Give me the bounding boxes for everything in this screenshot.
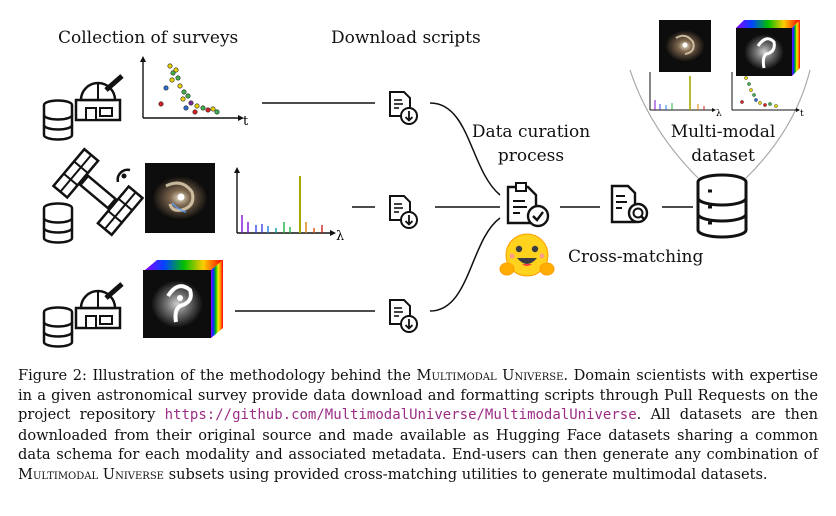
axis-t-label: t [800, 109, 804, 119]
repository-link[interactable]: https://github.com/MultimodalUniverse/Mu… [164, 407, 637, 423]
datacube-icon [736, 20, 800, 76]
lightcurve-plot: t [731, 72, 804, 119]
database-icon [42, 202, 74, 244]
caption-text: . Domain scientists with expertise in a … [18, 367, 818, 423]
spectrum-plot: λ [234, 167, 344, 244]
curation-label-line1: Data curation [471, 122, 591, 142]
spectrum-plot: λ [649, 72, 722, 119]
observatory-icon [76, 76, 122, 120]
download-script-icon [389, 91, 418, 125]
caption-mmu: Multimodal Universe [416, 367, 564, 384]
spectrum-lines [241, 176, 323, 233]
axis-t-label: t [243, 114, 249, 129]
database-icon [42, 99, 74, 141]
galaxy-image [145, 163, 215, 233]
crossmatch-label: Cross-matching [568, 247, 704, 267]
datacube-icon [143, 260, 223, 338]
download-script-icon [389, 299, 418, 333]
lightcurve-points [158, 63, 220, 115]
download-label: Download scripts [331, 28, 481, 48]
hugging-face-icon [499, 233, 555, 277]
galaxy-image [659, 20, 711, 72]
caption-text: . All datasets are then downloaded from … [18, 406, 818, 463]
axis-lambda-label: λ [716, 109, 722, 119]
database-icon [42, 306, 74, 348]
multimodal-database-icon [696, 173, 748, 239]
axis-lambda-label: λ [336, 229, 344, 244]
lightcurve-plot: t [140, 56, 249, 129]
caption-text: Illustration of the methodology behind t… [92, 367, 417, 384]
download-script-icon [389, 195, 418, 229]
observatory-icon [76, 284, 122, 328]
caption-text: subsets using provided cross-matching ut… [163, 465, 768, 483]
search-doc-icon [610, 184, 649, 224]
curation-doc-icon [506, 182, 550, 228]
caption-figure-label: Figure 2: [18, 367, 87, 384]
curation-label-line2: process [497, 146, 565, 166]
collection-label: Collection of surveys [58, 28, 239, 48]
multimodal-label-line2: dataset [691, 146, 755, 166]
satellite-icon [51, 147, 145, 237]
multimodal-label-line1: Multi-modal [670, 122, 776, 142]
caption-mmu: Multimodal Universe [18, 465, 164, 483]
figure-caption: Figure 2: Illustration of the methodolog… [18, 366, 818, 484]
